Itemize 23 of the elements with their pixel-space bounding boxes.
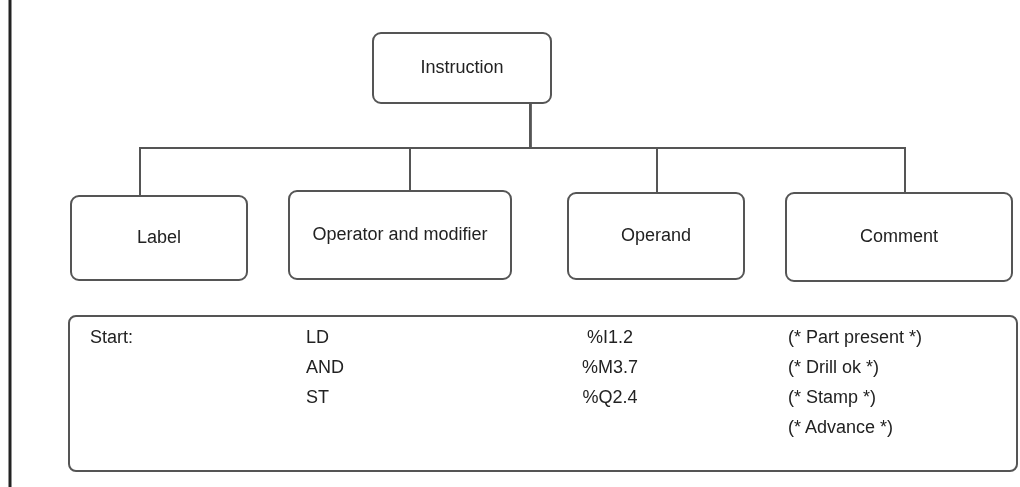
element-box — [567, 192, 745, 280]
code-text: Start: — [90, 327, 133, 348]
code-text: (* Drill ok *) — [788, 357, 879, 378]
code-text: (* Stamp *) — [788, 387, 877, 408]
box-label: Operator and modifier — [311, 224, 489, 246]
box-label: Operand — [619, 225, 693, 247]
code-text: %M3.7 — [581, 357, 639, 378]
code-text: (* Advance *) — [788, 417, 894, 438]
code-text: (* Part present *) — [788, 327, 923, 348]
element-box — [70, 195, 248, 281]
code-text: LD — [306, 327, 329, 348]
element-box — [288, 190, 512, 280]
connector-line — [529, 103, 906, 193]
code-text: %I1.2 — [586, 327, 634, 348]
code-text: %Q2.4 — [581, 387, 639, 408]
element-box — [785, 192, 1013, 282]
box-label: Instruction — [419, 57, 505, 79]
code-text: AND — [306, 357, 344, 378]
box-label: Label — [135, 227, 182, 249]
box-label: Comment — [859, 226, 939, 248]
code-text: ST — [306, 387, 329, 408]
code-example-box — [68, 315, 1018, 472]
element-box — [372, 32, 552, 104]
